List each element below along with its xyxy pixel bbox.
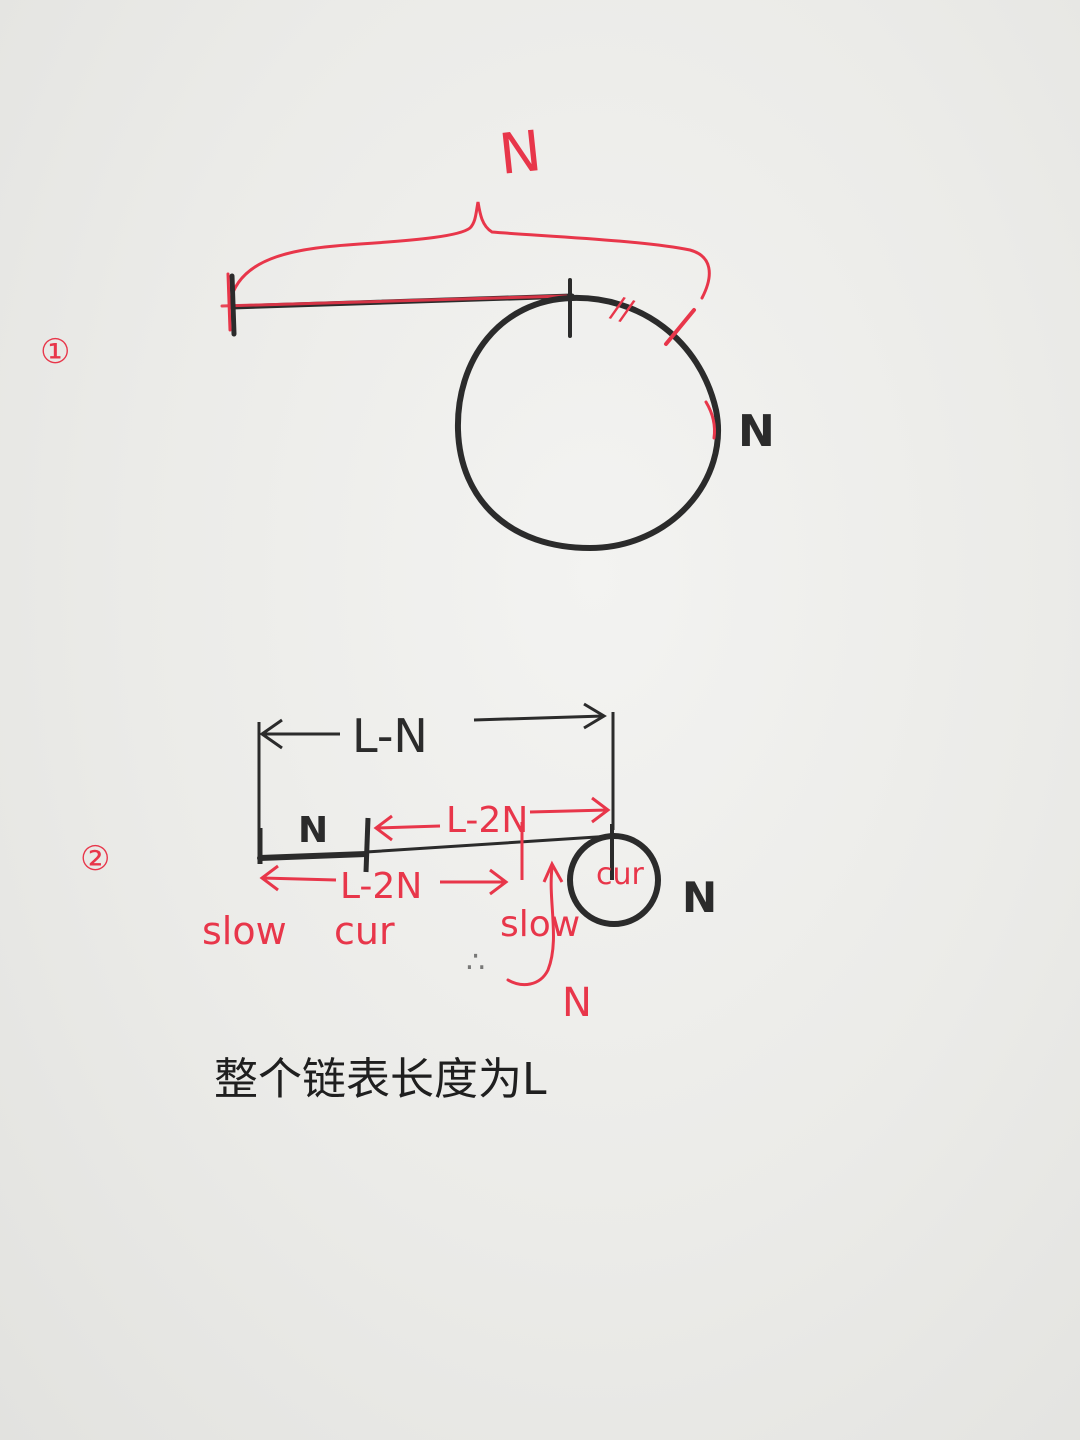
- diagram-2-cycle-label: N: [682, 873, 717, 922]
- caption: 整个链表长度为L: [214, 1054, 547, 1105]
- diagram-2-cycle: [567, 833, 661, 927]
- diagram-2-top-arrowhead-left: [259, 718, 283, 750]
- diagram-2-list-line-thick: [257, 851, 369, 861]
- diagram-1-start-tick: [229, 273, 237, 337]
- diagram-2-upper-red-arrowhead-right: [591, 796, 611, 824]
- diagram-2-cur-in-cycle-label: cur: [596, 857, 645, 892]
- diagram-2-list-line: [364, 834, 614, 854]
- diagram-2-red-curve-arrowhead: [542, 860, 564, 883]
- diagram-2-slow-meet-label: slow: [500, 904, 580, 945]
- diagram-1: ① N // N: [40, 119, 775, 551]
- diagram-1-start-tick-red: [226, 272, 232, 332]
- diagram-1-cycle-red-tick: [664, 308, 696, 346]
- diagram-2-red-curve-arrow: [506, 866, 555, 987]
- diagram-2-top-arrow-right: [473, 714, 605, 722]
- diagram-2-marker: ②: [80, 839, 110, 879]
- diagram-1-cycle-red-arc: [704, 400, 716, 440]
- diagram-2-second-segment-label: L-2N: [446, 800, 528, 841]
- diagram-1-cycle: [454, 294, 721, 551]
- diagram-1-list-line-red: [220, 294, 568, 308]
- diagram-2-upper-red-arrow-right: [529, 808, 609, 814]
- diagram-2-top-arrowhead-right: [583, 702, 607, 730]
- diagram-1-brace: [228, 201, 711, 304]
- diagram-2-slow-start-label: slow: [202, 909, 287, 953]
- diagram-2-first-segment-label: N: [298, 810, 328, 851]
- diagram-2-lower-red-arrowhead-right: [489, 868, 509, 896]
- diagram-2: ② L-N N L-2N L-2N slow cur slo: [80, 702, 717, 1026]
- diagram-2-arc-label: N: [562, 980, 592, 1026]
- diagram-2-lower-red-arrowhead-left: [259, 864, 279, 892]
- diagram-2-tick-cur: [363, 817, 371, 873]
- diagram-1-top-label: N: [496, 119, 544, 188]
- diagram-2-top-span-label: L-N: [352, 709, 428, 763]
- diagram-2-dots: ∴: [466, 945, 485, 980]
- diagram-2-upper-red-arrowhead-left: [373, 814, 393, 842]
- diagram-2-lower-red-arrow-left: [261, 876, 337, 882]
- diagram-1-marker: ①: [40, 332, 70, 372]
- diagram-2-lower-span-label: L-2N: [340, 866, 422, 907]
- diagram-2-upper-red-arrow-left: [375, 824, 441, 830]
- diagram-2-cur-start-label: cur: [334, 909, 395, 953]
- diagram-1-cycle-label: N: [738, 406, 775, 457]
